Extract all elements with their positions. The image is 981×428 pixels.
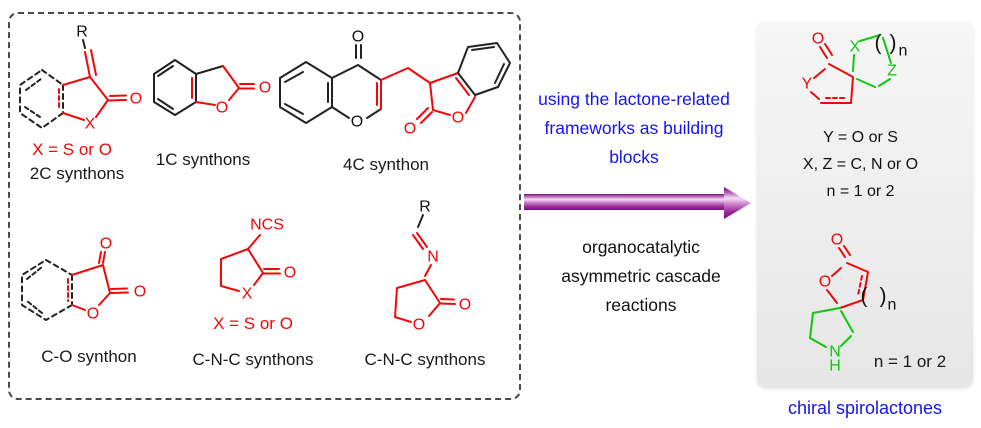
label-co-synthon: C-O synthon — [41, 347, 137, 366]
atom-X: X — [85, 116, 96, 133]
atom-O-ring: O — [216, 100, 228, 117]
atom-NCS: NCS — [250, 217, 284, 234]
product1-notes: Y = O or S X, Z = C, N or O n = 1 or 2 — [788, 124, 933, 205]
atom-O-top-carbonyl: O — [100, 236, 112, 253]
structure-cnc-synthon-imine: R N O O — [394, 199, 471, 334]
label-4c-synthon: 4C synthon — [343, 155, 429, 174]
atom-O-carbonyl: O — [284, 265, 296, 282]
atom-O-carbonyl: O — [812, 31, 824, 48]
atom-O-carbonyl: O — [259, 80, 271, 97]
blue-line-1: using the lactone-related — [538, 89, 730, 109]
paren-close: ) — [890, 32, 897, 55]
blue-line-3: blocks — [609, 147, 659, 167]
atom-O-lactone-carbonyl: O — [404, 121, 416, 138]
atom-O-chromone-carbonyl: O — [352, 29, 364, 46]
atom-X: X — [242, 286, 253, 303]
atom-O-lactone-ring: O — [452, 110, 464, 127]
structure-cnc-synthon-ncs: NCS O X — [220, 217, 296, 303]
label-2c-synthons: 2C synthons — [29, 164, 125, 183]
ring-size-n: n — [888, 297, 897, 314]
atom-R: R — [76, 24, 88, 41]
blue-line-2: frameworks as building — [544, 118, 724, 138]
label-1c-synthons: 1C synthons — [155, 150, 251, 169]
atom-O-chromone-ring: O — [351, 114, 363, 131]
atom-O-carbonyl: O — [459, 297, 471, 314]
atom-R: R — [419, 199, 431, 216]
black-line-3: reactions — [605, 295, 677, 315]
atom-Y: Y — [802, 76, 813, 93]
paren-open: ( — [875, 32, 882, 55]
synthon-panel-border — [8, 12, 521, 400]
atom-N: N — [829, 344, 841, 361]
atom-O-ring: O — [87, 306, 99, 323]
ring-size-n: n — [899, 43, 908, 60]
arrow-body — [524, 194, 724, 210]
arrow-head — [724, 187, 751, 219]
black-line-2: asymmetric cascade — [561, 266, 721, 286]
atom-O-ring: O — [819, 274, 831, 291]
product2-n-note: n = 1 or 2 — [873, 352, 947, 371]
structure-2c-synthon: R O X — [19, 24, 142, 133]
organocatalytic-text: organocatalytic asymmetric cascade react… — [528, 233, 754, 320]
structure-4c-synthon: O O O O — [279, 29, 511, 138]
structure-product-spirolactone-pyrrolidine: O O N H ( ) n — [809, 232, 897, 375]
atom-X: X — [850, 39, 861, 56]
note-2c-x: X = S or O — [32, 140, 112, 159]
atom-O-side-carbonyl: O — [134, 284, 146, 301]
note-n: n = 1 or 2 — [826, 183, 895, 200]
paren-close: ) — [880, 285, 887, 308]
atom-O-carbonyl: O — [831, 232, 843, 249]
structure-1c-synthon: O O — [153, 59, 271, 117]
paren-open: ( — [861, 285, 868, 308]
building-blocks-text: using the lactone-related frameworks as … — [523, 85, 745, 172]
structure-product-spirolactone-generic: O Y X Z ( ) n — [802, 31, 908, 104]
black-line-1: organocatalytic — [582, 237, 700, 257]
reaction-arrow — [524, 187, 751, 219]
atom-O: O — [130, 91, 142, 108]
caption-chiral-spirolactones: chiral spirolactones — [787, 398, 943, 418]
note-y: Y = O or S — [823, 129, 898, 146]
label-cnc-synthons-2: C-N-C synthons — [364, 350, 486, 369]
label-cnc-synthons-1: C-N-C synthons — [192, 350, 314, 369]
note-cnc1-x: X = S or O — [213, 314, 293, 333]
structure-co-synthon: O O O — [21, 236, 146, 323]
note-xz: X, Z = C, N or O — [802, 156, 919, 173]
atom-H: H — [829, 358, 841, 375]
atom-Z: Z — [887, 63, 897, 80]
atom-N: N — [427, 249, 439, 266]
atom-O-ring: O — [413, 317, 425, 334]
